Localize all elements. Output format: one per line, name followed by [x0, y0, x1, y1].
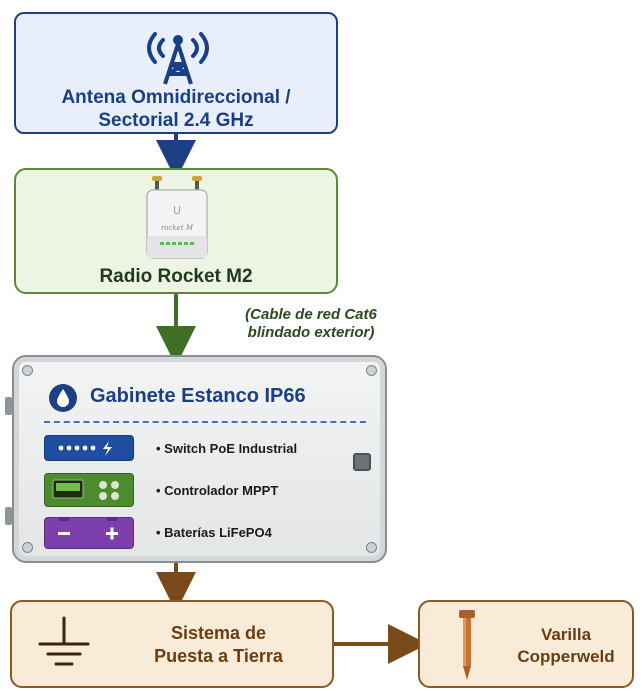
cabinet-title: Gabinete Estanco IP66	[90, 385, 306, 407]
screw-icon	[22, 542, 33, 553]
copper-rod-icon	[459, 610, 475, 680]
screw-icon	[22, 365, 33, 376]
cabinet-item-label: • Baterías LiFePO4	[156, 525, 272, 540]
cabinet-node: Gabinete Estanco IP66 • Switch PoE Indus…	[5, 355, 387, 563]
rod-title-line1: Varilla	[540, 625, 592, 644]
battery-icon	[44, 516, 134, 549]
screw-icon	[366, 542, 377, 553]
cabinet-item-label: • Controlador MPPT	[156, 483, 279, 498]
radio-brand-text: U	[173, 204, 181, 217]
radio-node: U rocket M Radio Rocket M2	[14, 168, 338, 294]
ground-title-line2: Puesta a Tierra	[154, 646, 283, 666]
cable-note-line1: (Cable de red Cat6	[245, 306, 377, 323]
hinge-icon	[5, 507, 12, 525]
ground-symbol-icon	[38, 616, 90, 666]
water-drop-icon	[49, 384, 77, 412]
radio-title: Radio Rocket M2	[99, 266, 253, 287]
hinge-icon	[5, 397, 12, 415]
latch-icon	[353, 453, 371, 471]
antenna-node: Antena Omnidireccional / Sectorial 2.4 G…	[14, 12, 338, 134]
ground-node: Sistema de Puesta a Tierra	[10, 600, 334, 688]
dashed-divider	[44, 421, 366, 423]
cable-note-line2: blindado exterior)	[247, 324, 375, 341]
radio-model-text: rocket M	[161, 224, 194, 232]
switch-icon	[44, 435, 134, 461]
screw-icon	[366, 365, 377, 376]
cable-note: (Cable de red Cat6 blindado exterior)	[206, 306, 416, 342]
cabinet-item-label: • Switch PoE Industrial	[156, 441, 298, 456]
antenna-title-line2: Sectorial 2.4 GHz	[98, 110, 254, 131]
rod-title-line2: Copperweld	[517, 647, 615, 666]
rod-node: Varilla Copperweld	[418, 600, 634, 688]
antenna-tower-icon	[147, 32, 209, 85]
radio-device-icon: U rocket M	[146, 176, 208, 259]
antenna-title-line1: Antena Omnidireccional /	[61, 87, 291, 108]
mppt-controller-icon	[44, 473, 134, 507]
ground-title-line1: Sistema de	[170, 623, 267, 643]
